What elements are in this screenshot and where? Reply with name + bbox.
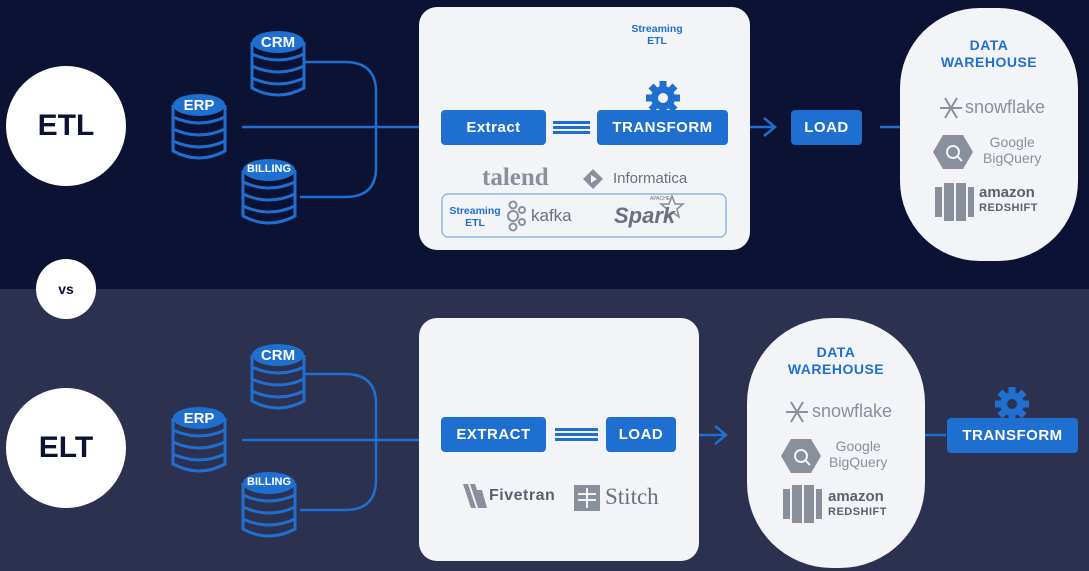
spark-apache-label: APACHE	[650, 196, 671, 202]
elt-dw-title: DATA WAREHOUSE	[787, 344, 885, 377]
etl-data-warehouse	[900, 8, 1078, 261]
elt-transform-step: TRANSFORM	[947, 418, 1078, 453]
etl-snowflake-logo: snowflake	[965, 97, 1046, 117]
etl-circle: ETL	[6, 66, 126, 186]
etl-source-crm: CRM	[260, 34, 296, 51]
etl-redshift-logo: REDSHIFT	[979, 202, 1038, 214]
etl-source-billing: BILLING	[247, 163, 291, 175]
spark-logo: Spark	[614, 203, 676, 228]
fivetran-logo: Fivetran	[489, 487, 556, 504]
elt-source-crm: CRM	[260, 347, 296, 364]
stitch-logo: Stitch	[605, 484, 659, 509]
informatica-logo: Informatica	[613, 170, 688, 187]
kafka-logo: kafka	[531, 206, 572, 225]
vs-circle: vs	[36, 259, 96, 319]
elt-label: ELT	[38, 431, 94, 464]
elt-data-warehouse	[747, 318, 925, 568]
talend-logo: talend	[482, 164, 549, 191]
etl-load-step: LOAD	[791, 110, 862, 145]
etl-transform-step: TRANSFORM	[597, 110, 728, 145]
elt-snowflake-logo: snowflake	[812, 401, 893, 421]
etl-source-erp: ERP	[183, 97, 215, 114]
etl-extract-step: Extract	[441, 110, 546, 145]
elt-circle: ELT	[6, 388, 126, 508]
elt-load-step: LOAD	[606, 417, 676, 452]
elt-crm-line	[300, 372, 378, 512]
elt-source-billing: BILLING	[247, 476, 291, 488]
etl-dw-title: DATA WAREHOUSE	[940, 37, 1038, 70]
etl-streaming-title: Streaming ETL	[631, 23, 683, 47]
etl-crm-line	[300, 60, 378, 199]
vs-label: vs	[58, 281, 74, 297]
etl-streaming-label: Streaming ETL	[449, 205, 501, 229]
elt-amazon-logo: amazon	[828, 488, 884, 505]
elt-bigquery-logo: Google BigQuery	[829, 438, 888, 470]
etl-bigquery-logo: Google BigQuery	[983, 134, 1042, 166]
etl-amazon-logo: amazon	[979, 184, 1035, 201]
elt-redshift-logo: REDSHIFT	[828, 506, 887, 518]
etl-label: ETL	[37, 109, 95, 142]
elt-source-erp: ERP	[183, 410, 215, 427]
elt-extract-step: EXTRACT	[441, 417, 546, 452]
